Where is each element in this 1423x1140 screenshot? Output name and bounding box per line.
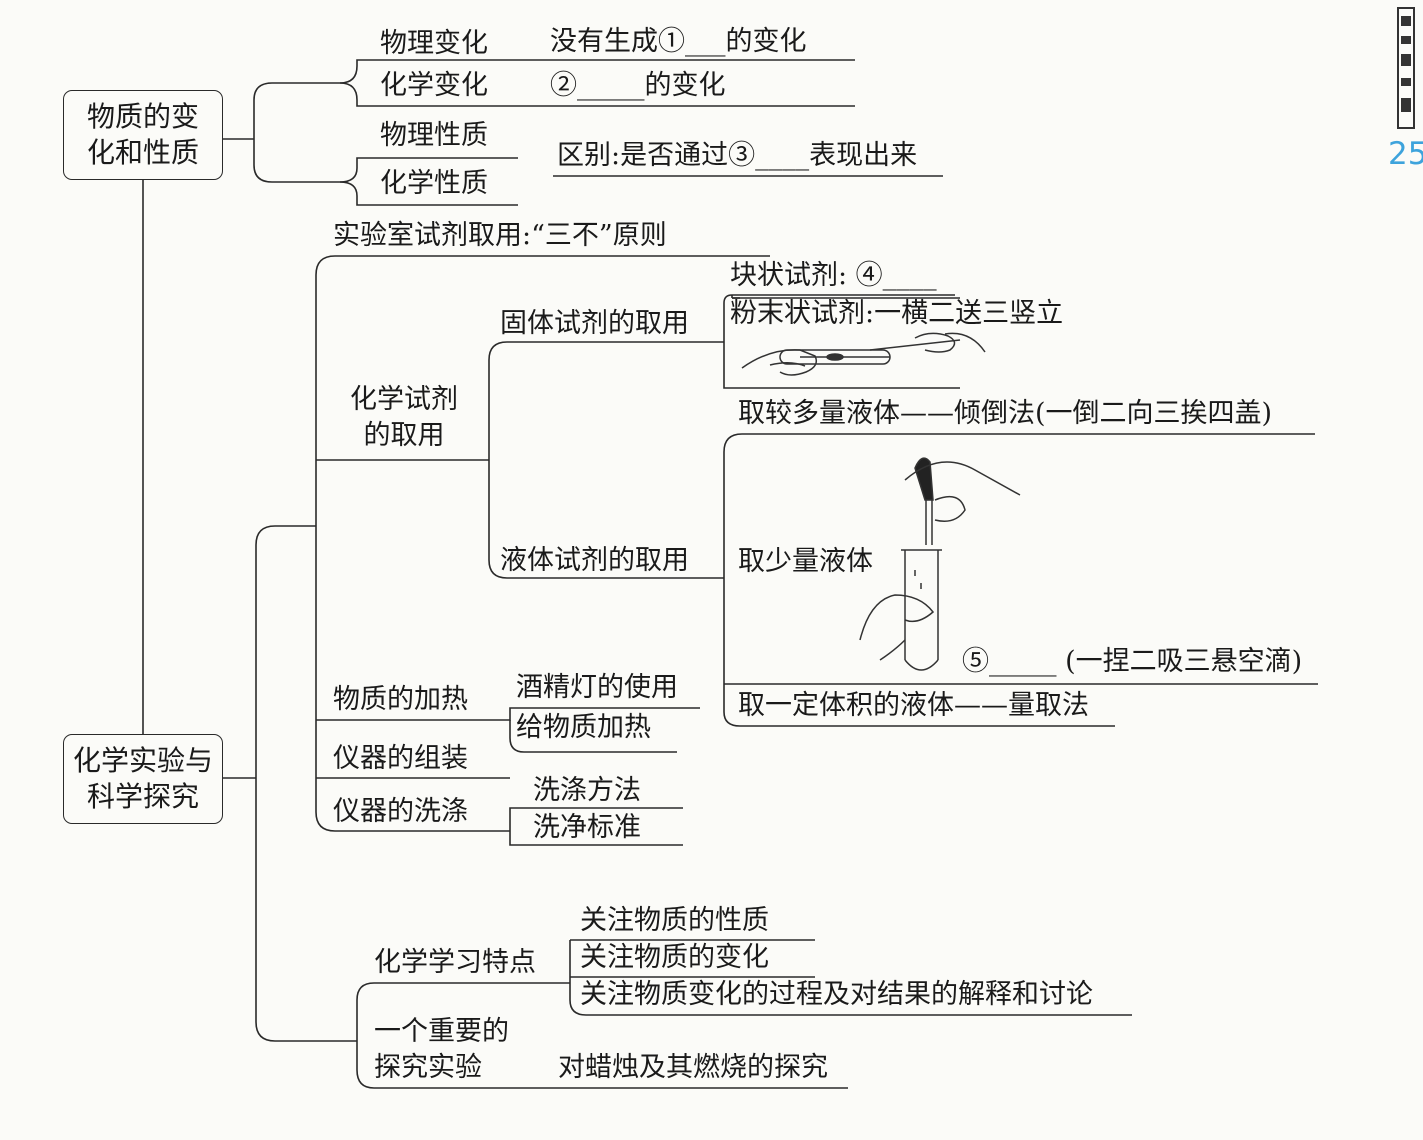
root-node-line1: 物质的变 bbox=[86, 100, 199, 133]
node-key-experiment-line1: 一个重要的 bbox=[374, 1016, 509, 1047]
node-lab-rule[interactable]: 实验室试剂取用:“三不”原则 bbox=[333, 220, 667, 251]
node-candle-experiment: 对蜡烛及其燃烧的探究 bbox=[558, 1052, 828, 1083]
powder-spatula-illustration bbox=[741, 332, 986, 376]
node-liquid-large: 取较多量液体——倾倒法(一倒二向三挨四盖) bbox=[738, 398, 1273, 429]
node-liquid-volume: 取一定体积的液体——量取法 bbox=[738, 690, 1089, 721]
node-reagent-line1: 化学试剂 bbox=[350, 384, 458, 415]
node-alcohol-lamp: 酒精灯的使用 bbox=[516, 672, 678, 703]
node-powder-reagent: 粉末状试剂:一横二送三竖立 bbox=[730, 298, 1064, 329]
node-solid-reagent[interactable]: 固体试剂的取用 bbox=[500, 308, 689, 339]
node-washing[interactable]: 仪器的洗涤 bbox=[333, 796, 468, 827]
root-node-experiment-inquiry[interactable]: 化学实验与 科学探究 bbox=[63, 734, 223, 824]
dropper-testtube-illustration bbox=[859, 457, 1021, 671]
node-liquid-small-method: ⑤_____ (一捏二吸三悬空滴) bbox=[962, 646, 1303, 677]
node-key-experiment-line2: 探究实验 bbox=[374, 1052, 482, 1083]
node-study-item: 关注物质的变化 bbox=[580, 942, 769, 973]
node-reagent-line2: 的取用 bbox=[363, 420, 445, 451]
node-chemical-change-desc: ②_____的变化 bbox=[550, 70, 726, 101]
node-wash-method: 洗涤方法 bbox=[533, 775, 641, 806]
node-key-experiment[interactable]: 一个重要的 探究实验 bbox=[374, 1014, 509, 1086]
page-edge-tab-icon bbox=[1397, 7, 1415, 129]
node-chemical-property[interactable]: 化学性质 bbox=[380, 168, 488, 199]
node-study-item: 关注物质变化的过程及对结果的解释和讨论 bbox=[580, 979, 1093, 1010]
node-wash-standard: 洗净标准 bbox=[533, 812, 641, 843]
node-study-feature[interactable]: 化学学习特点 bbox=[374, 947, 536, 978]
node-physical-change[interactable]: 物理变化 bbox=[380, 28, 488, 59]
node-heating[interactable]: 物质的加热 bbox=[333, 684, 468, 715]
node-lump-reagent: 块状试剂: ④____ bbox=[730, 260, 937, 291]
node-property-difference: 区别:是否通过③____表现出来 bbox=[557, 140, 918, 171]
node-liquid-reagent[interactable]: 液体试剂的取用 bbox=[500, 545, 689, 576]
node-reagent-taking[interactable]: 化学试剂 的取用 bbox=[350, 382, 458, 454]
node-chemical-change[interactable]: 化学变化 bbox=[380, 70, 488, 101]
node-physical-property[interactable]: 物理性质 bbox=[380, 120, 488, 151]
root-node-change-property[interactable]: 物质的变 化和性质 bbox=[63, 90, 223, 180]
node-study-item: 关注物质的性质 bbox=[580, 905, 769, 936]
page-number: 25 bbox=[1388, 136, 1423, 172]
root-node-line2: 化和性质 bbox=[86, 136, 199, 169]
node-assembly[interactable]: 仪器的组装 bbox=[333, 743, 468, 774]
root-node-line1: 化学实验与 bbox=[72, 744, 213, 777]
node-physical-change-desc: 没有生成①___的变化 bbox=[550, 26, 807, 57]
root-node-line2: 科学探究 bbox=[86, 780, 199, 813]
node-liquid-small: 取少量液体 bbox=[738, 546, 873, 577]
node-heat-substance: 给物质加热 bbox=[516, 712, 651, 743]
